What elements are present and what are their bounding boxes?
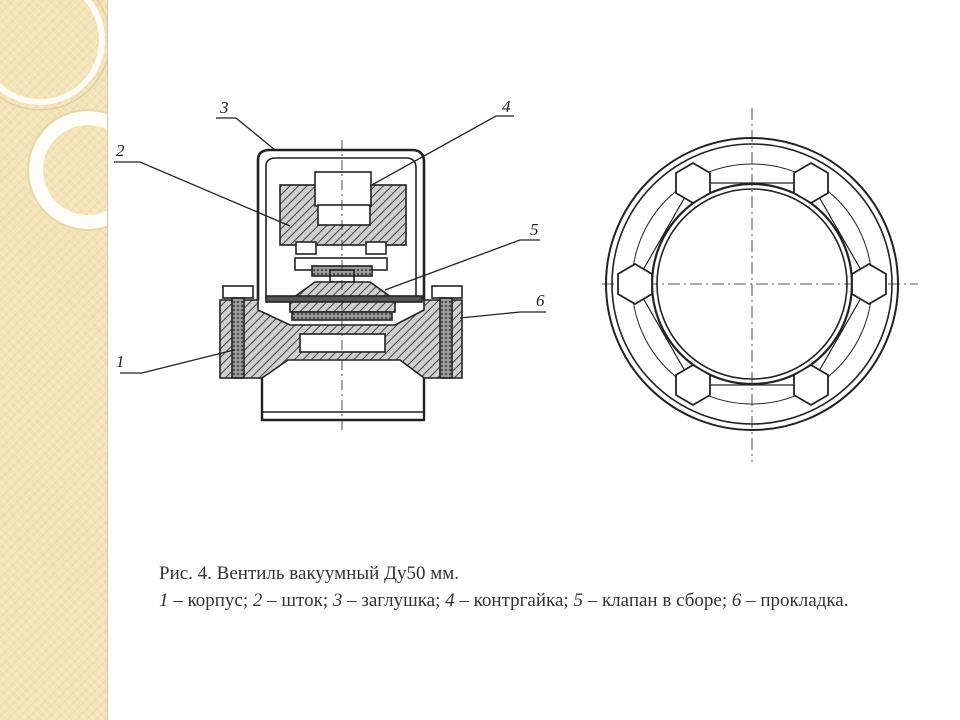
caption-title: Рис. 4. Вентиль вакуумный Ду50 мм. (159, 563, 460, 584)
legend-num-4: 4 (445, 590, 455, 611)
legend-num-5: 5 (573, 590, 583, 611)
valve-drawing: 3 2 4 5 6 1 (114, 97, 918, 462)
legend-num-6: 6 (731, 590, 742, 611)
figure-caption: Рис. 4. Вентиль вакуумный Ду50 мм. 1 – к… (159, 560, 939, 614)
leader-lines (114, 115, 546, 374)
callout-labels: 3 2 4 5 6 1 (116, 97, 545, 371)
decorative-side-strip (0, 0, 108, 720)
legend-text-3: – заглушка; (342, 590, 446, 611)
legend-text-2: – шток; (262, 590, 333, 611)
flange-view (602, 108, 918, 462)
callout-1: 1 (116, 352, 125, 371)
callout-6: 6 (536, 291, 545, 310)
legend-text-5: – клапан в сборе; (582, 590, 732, 611)
legend-num-2: 2 (252, 590, 263, 611)
legend-text-4: – контргайка; (454, 590, 574, 611)
callout-2: 2 (116, 141, 125, 160)
legend-text-6: – прокладка. (741, 590, 849, 611)
caption-legend: 1 – корпус; 2 – шток; 3 – заглушка; 4 – … (159, 587, 939, 614)
callout-3: 3 (219, 98, 229, 117)
legend-text-1: – корпус; (168, 590, 253, 611)
section-view (219, 140, 463, 430)
decorative-rings (0, 0, 107, 231)
callout-4: 4 (502, 97, 511, 116)
callout-5: 5 (530, 220, 539, 239)
legend-num-1: 1 (159, 590, 169, 611)
legend-num-3: 3 (332, 590, 343, 611)
flange-bolts (617, 161, 887, 407)
